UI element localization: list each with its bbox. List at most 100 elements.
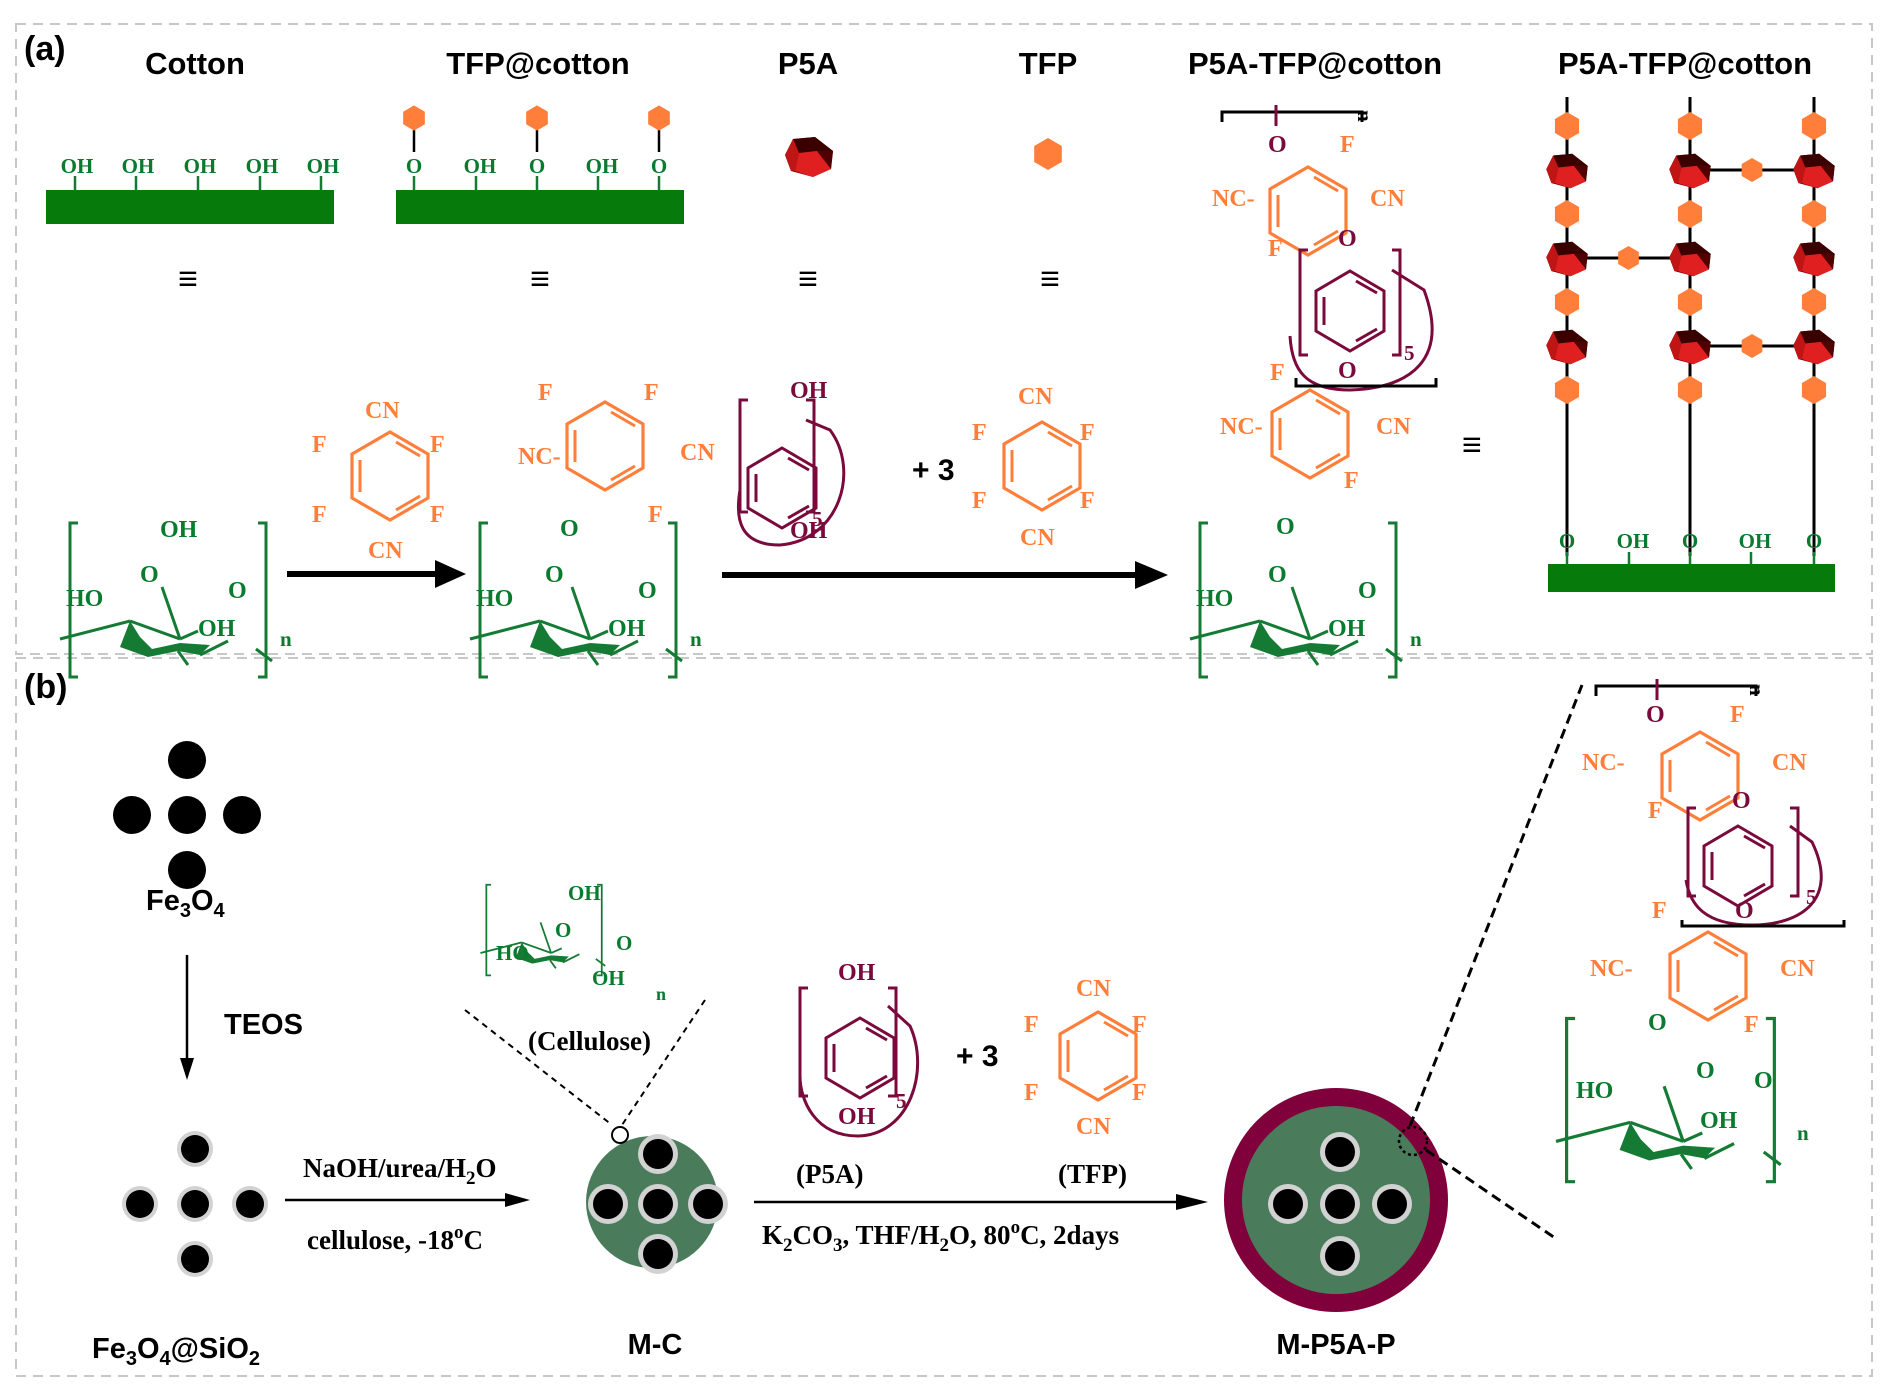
tfp-hexagon-icon [1554, 288, 1580, 316]
svg-text:OH: OH [1700, 1108, 1738, 1134]
svg-text:O: O [616, 931, 632, 955]
p5a-label: (P5A) [796, 1159, 863, 1189]
svg-text:n: n [1353, 110, 1377, 122]
legend-title-tfp-cotton: TFP@cotton [446, 46, 629, 81]
svg-text:CN: CN [1772, 750, 1807, 776]
panel-a-frame [15, 23, 1873, 655]
svg-text:5: 5 [812, 507, 823, 531]
p5a-prism-icon [1546, 153, 1588, 189]
svg-text:NC-: NC- [518, 444, 561, 470]
step1-conditions-bottom: cellulose, -18oC [307, 1222, 483, 1255]
oh-label: OH [1739, 529, 1772, 553]
m-p5a-p-structure-inset: n O F NC- CN F O 5 O F NC- CN F O O O HO… [1554, 679, 1846, 1184]
svg-text:CN: CN [1376, 414, 1411, 440]
svg-text:OH: OH [592, 966, 625, 990]
p5a-prism-icon [785, 137, 833, 177]
svg-text:O: O [1732, 788, 1751, 814]
tfp-hexagon-icon [1801, 200, 1827, 228]
fe3o4-core [168, 851, 206, 889]
legend-title-p5a-tfp-cotton: P5A-TFP@cotton [1188, 46, 1442, 81]
svg-text:F: F [430, 502, 445, 528]
svg-text:n: n [656, 984, 666, 1004]
svg-text:HO: HO [1576, 1078, 1613, 1104]
fe3o4-core [181, 1245, 209, 1273]
svg-text:CN: CN [1076, 1114, 1111, 1140]
step2-arrow [754, 1194, 1208, 1210]
fe3o4-core [1273, 1189, 1303, 1219]
svg-text:HO: HO [476, 586, 513, 612]
cellulose-label: (Cellulose) [528, 1026, 651, 1056]
reaction-arrow-1 [287, 560, 466, 588]
p5a-prism-icon [1793, 329, 1835, 365]
fe3o4-sio2-label: Fe3O4@SiO2 [92, 1333, 260, 1370]
p5a-prism-icon [1669, 241, 1711, 277]
svg-text:n: n [690, 627, 702, 651]
svg-text:CN: CN [365, 398, 400, 424]
svg-text:F: F [1730, 702, 1745, 728]
oh-label: OH [586, 154, 619, 178]
tfp-hexagon-icon [526, 105, 548, 131]
reaction-arrow-2 [722, 561, 1168, 589]
zoom-guide-bottom [1425, 1148, 1556, 1240]
svg-text:F: F [1132, 1080, 1147, 1106]
plus-three-b: + 3 [956, 1040, 999, 1073]
oh-label: OH [307, 154, 340, 178]
o-label: O [529, 154, 545, 178]
panel-a: (a) Cotton TFP@cotton P5A TFP P5A-TFP@co… [24, 30, 1835, 679]
p5a-prism-icon [1546, 329, 1588, 365]
cellulose-inset: OH O O HO OH n [479, 881, 666, 1004]
svg-text:OH: OH [568, 881, 601, 905]
panel-b-label: (b) [24, 668, 67, 706]
svg-text:O: O [1338, 358, 1357, 384]
tfp-hexagon-icon [1677, 200, 1703, 228]
svg-text:F: F [312, 502, 327, 528]
tfp-hexagon-icon [1801, 112, 1827, 140]
svg-text:CN: CN [1020, 525, 1055, 551]
tfp-hexagon-icon [1677, 112, 1703, 140]
svg-text:O: O [228, 578, 247, 604]
tfp-hexagon-icon [1618, 246, 1639, 270]
svg-text:CN: CN [1780, 956, 1815, 982]
svg-text:HO: HO [66, 586, 103, 612]
fe3o4-core [643, 1139, 673, 1169]
svg-text:F: F [1270, 360, 1285, 386]
o-label: O [1682, 529, 1698, 553]
svg-text:n: n [1410, 627, 1422, 651]
oh-label: OH [122, 154, 155, 178]
svg-text:O: O [560, 516, 579, 542]
tfp-reagent-b: CN F F F F CN [1024, 976, 1147, 1140]
svg-text:5: 5 [896, 1089, 907, 1113]
svg-text:F: F [1268, 236, 1283, 262]
fe3o4-core [593, 1189, 623, 1219]
svg-text:F: F [1132, 1012, 1147, 1038]
tfp-hexagon-icon [403, 105, 425, 131]
svg-text:F: F [1080, 420, 1095, 446]
svg-text:F: F [1080, 488, 1095, 514]
svg-text:5: 5 [1806, 885, 1817, 909]
svg-text:OH: OH [1328, 616, 1366, 642]
fe3o4-sio2-particles [122, 1131, 268, 1277]
tfp-hexagon-icon [1034, 138, 1062, 170]
fe3o4-core [693, 1189, 723, 1219]
p5a-reagent-a: OH OH 5 [736, 378, 846, 547]
svg-text:OH: OH [838, 960, 876, 986]
svg-text:O: O [1696, 1058, 1715, 1084]
tfp-reagent-1: CN F F F F CN [312, 398, 445, 564]
panel-a-label: (a) [24, 30, 66, 68]
svg-text:F: F [1344, 468, 1359, 494]
svg-text:NC-: NC- [1582, 750, 1625, 776]
svg-text:OH: OH [838, 1104, 876, 1130]
equiv-p5a: ≡ [798, 260, 818, 298]
fe3o4-core [223, 796, 261, 834]
p5a-prism-icon [1793, 153, 1835, 189]
legend-title-tfp: TFP [1019, 46, 1078, 81]
p5a-prism-icon [1546, 241, 1588, 277]
svg-text:O: O [1338, 226, 1357, 252]
tfp-hexagon-icon [1801, 376, 1827, 404]
svg-text:HO: HO [1196, 586, 1233, 612]
tfp-hexagon-icon [1741, 158, 1763, 182]
tfp-label: (TFP) [1058, 1159, 1127, 1189]
svg-text:O: O [1648, 1010, 1667, 1036]
m-p5a-p-particle [1224, 1088, 1448, 1312]
svg-text:CN: CN [1018, 384, 1053, 410]
